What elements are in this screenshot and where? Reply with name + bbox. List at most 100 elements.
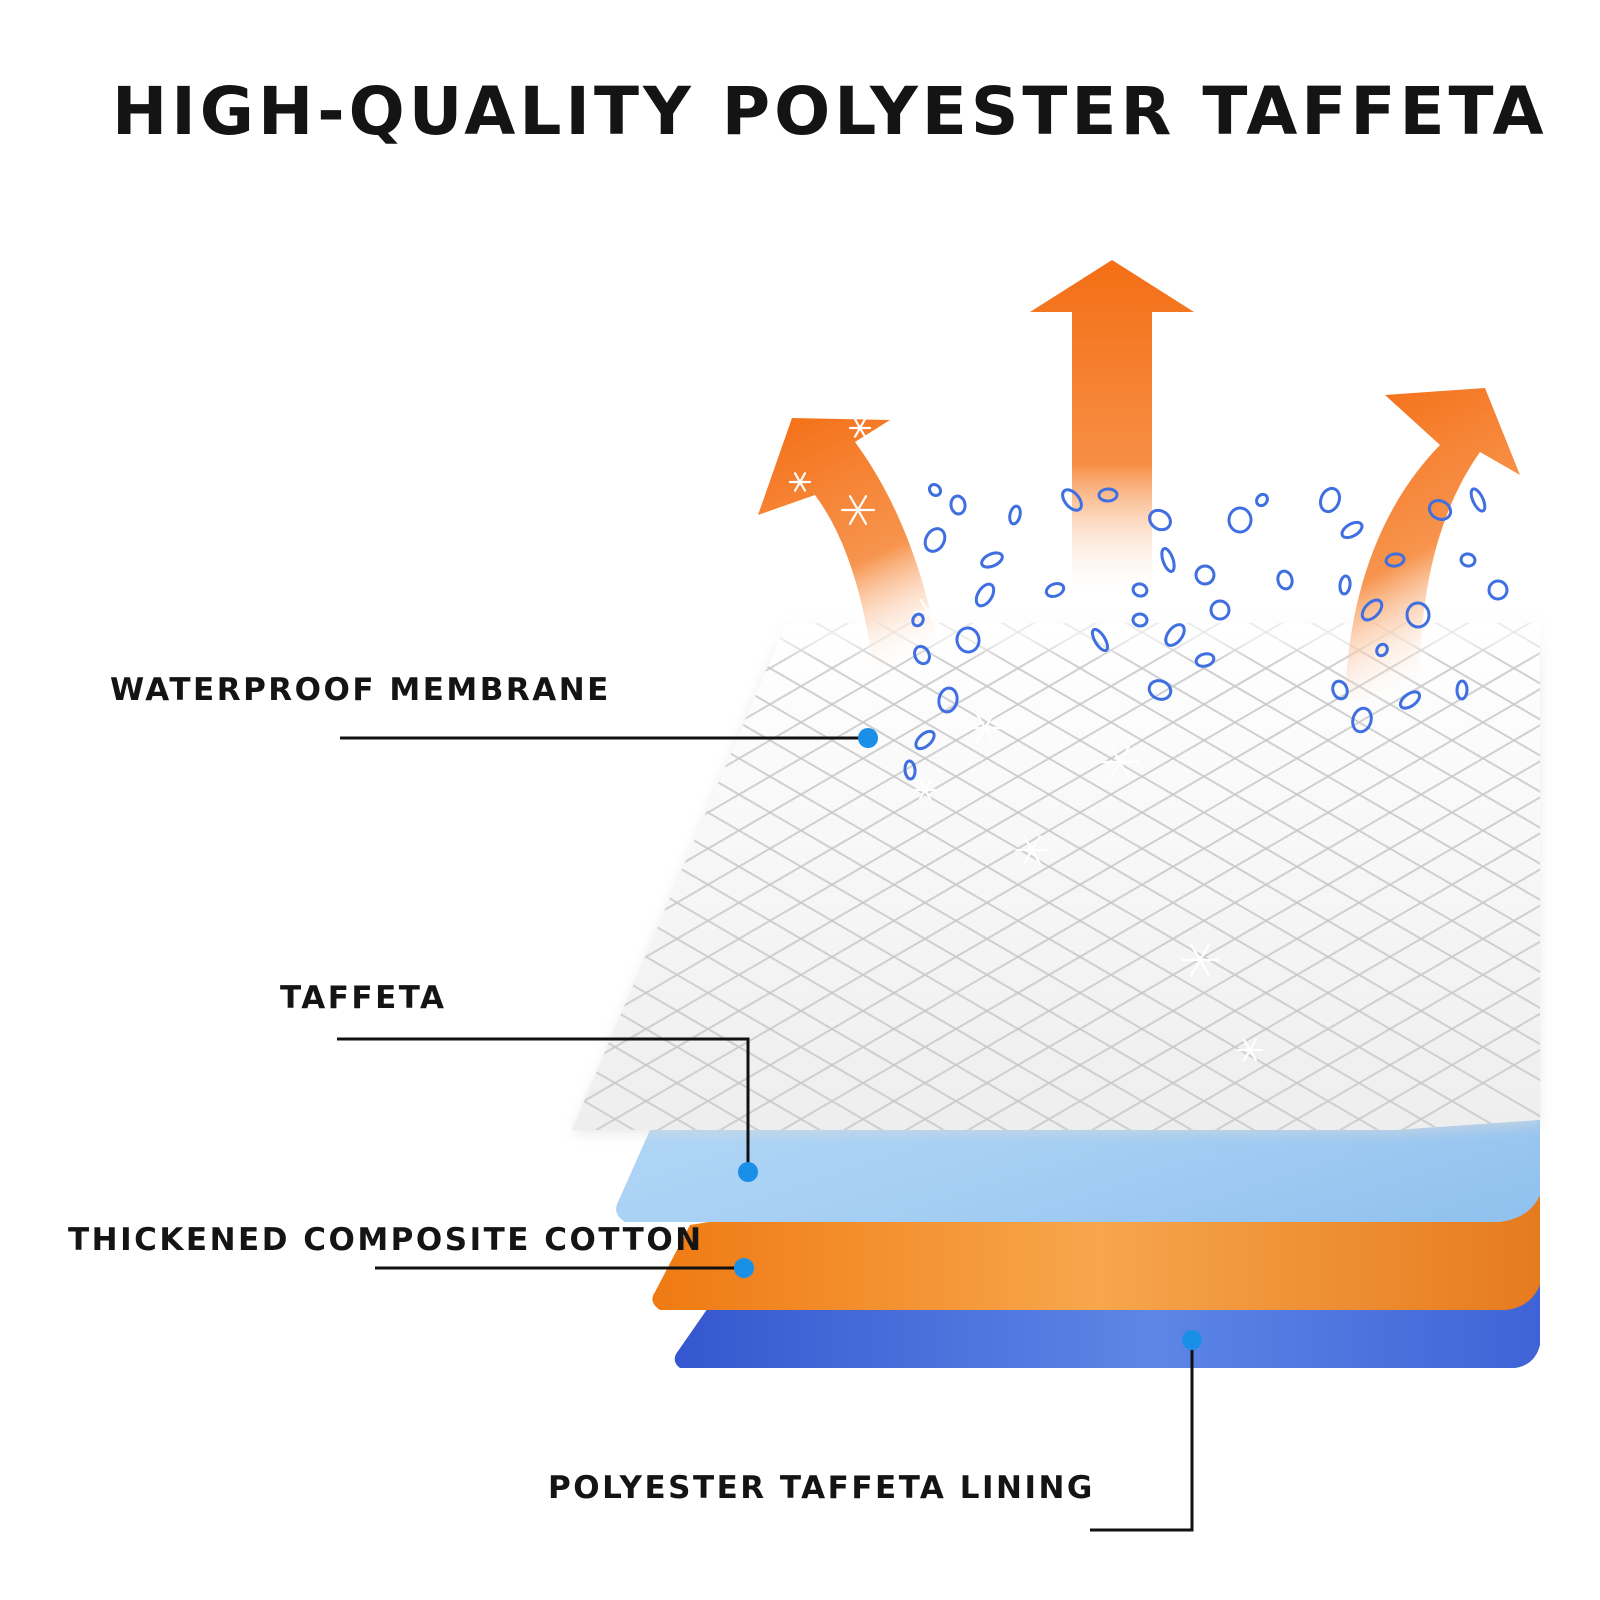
water-drop-icon [1338,574,1352,596]
quilt-seam [1033,623,1540,1130]
water-drop-icon [1131,612,1149,628]
quilt-seam [0,560,568,1200]
water-drop-icon [927,482,943,498]
quilt-seam [572,623,1251,1130]
quilt-seam [0,560,10,1200]
callout-dot-lining [1182,1330,1202,1350]
water-drop-icon [1427,499,1453,521]
quilt-seam [572,623,1267,1130]
arrow-up-icon [1030,260,1194,600]
water-drop-icon [1255,492,1269,508]
quilt-seam [572,623,1453,1130]
quilt-seam [0,560,72,1200]
page-title: HIGH-QUALITY POLYESTER TAFFETA [112,73,1548,150]
quilt-seam [0,560,26,1200]
quilt-seam [0,560,398,1200]
quilt-seam [785,623,1540,1130]
quilt-seam [599,623,1540,1130]
water-drop-icon [923,527,947,553]
quilt-seam [0,560,212,1200]
quilt-seam [1327,623,1540,1130]
water-drop-icon [1331,679,1349,701]
water-drop-icon [1164,623,1186,647]
quilt-seam [893,623,1540,1130]
label-waterproof-membrane: WATERPROOF MEMBRANE [110,672,611,708]
quilt-seam [1576,560,1600,1200]
quilt-seam [572,623,1019,1130]
water-drop-icon [1008,504,1022,526]
water-drop-icon [1097,487,1119,503]
quilt-seam [1095,623,1540,1130]
water-drop-icon [1194,564,1216,586]
snowflake-icon [1100,745,1140,779]
water-drop-icon [913,644,931,666]
quilt-seam [572,623,631,1130]
quilt-seam [0,560,150,1200]
quilt-seam [909,623,1540,1130]
quilt-seam [572,623,1375,1130]
quilt-seam [572,623,1065,1130]
quilt-seam [723,623,1540,1130]
water-drop-icon [1340,520,1364,540]
water-drop-icon [1090,627,1110,653]
water-drop-icon [1351,706,1373,734]
quilt-seam [0,560,382,1200]
quilt-seam [572,623,647,1130]
water-drop-icon [980,551,1004,569]
water-drop-icon [1398,690,1422,710]
water-drop-icon [1459,552,1477,568]
quilt-seam [572,623,1313,1130]
quilt-seam [0,560,274,1200]
water-drop-icon [1061,488,1083,512]
water-drop-icon [974,582,996,608]
water-drop-icon [1375,642,1389,658]
quilt-seam [1219,623,1540,1130]
quilt-seam [0,560,522,1200]
quilt-seam [0,560,444,1200]
leader-line-lining [1090,1340,1194,1532]
quilt-seam [661,623,1540,1130]
callout-dot-membrane [858,728,878,748]
snowflake-icon [1014,835,1050,865]
quilt-seam [0,560,320,1200]
water-drop-icon [1455,679,1469,701]
quilt-seam [1079,623,1540,1130]
quilt-seam [831,623,1540,1130]
quilt-seam [769,623,1540,1130]
water-drop-icon [1160,547,1176,573]
quilt-seam [971,623,1540,1130]
quilt-seam [955,623,1540,1130]
snowflake-icon [913,780,937,800]
water-drop-icon [1148,508,1172,532]
quilt-seam [572,623,941,1130]
snowflake-icon [1236,1038,1264,1062]
quilt-seam [572,623,817,1130]
quilt-seam [0,560,88,1200]
snowflake-icon [848,418,872,438]
snowflake-icon [1180,943,1220,977]
quilt-seam [0,560,196,1200]
water-drop-icon [1405,601,1431,629]
leader-line-taffeta [337,1037,750,1172]
snowflake-icon [967,713,1003,743]
label-taffeta: TAFFETA [280,980,447,1016]
quilt-seam [0,560,460,1200]
quilt-seam [1265,623,1540,1130]
water-drop-icon [914,729,936,751]
water-drop-icon [937,686,959,714]
quilt-seam [572,623,1540,1130]
quilt-seam [572,623,879,1130]
quilt-seam [0,560,336,1200]
arrow-up-icon [1345,388,1520,700]
quilt-seam [1157,623,1540,1130]
label-thickened-composite-cotton: THICKENED COMPOSITE COTTON [68,1222,704,1258]
water-drop-icon [1487,579,1509,601]
water-drop-icon [1276,569,1294,591]
snowflake-icon [840,495,876,525]
quilt-seam [1141,623,1540,1130]
water-drop-icon [955,626,981,654]
quilt-seam [572,623,1437,1130]
quilt-seam [572,623,1003,1130]
water-drop-icon [1384,552,1406,568]
quilt-seam [572,623,1515,1130]
